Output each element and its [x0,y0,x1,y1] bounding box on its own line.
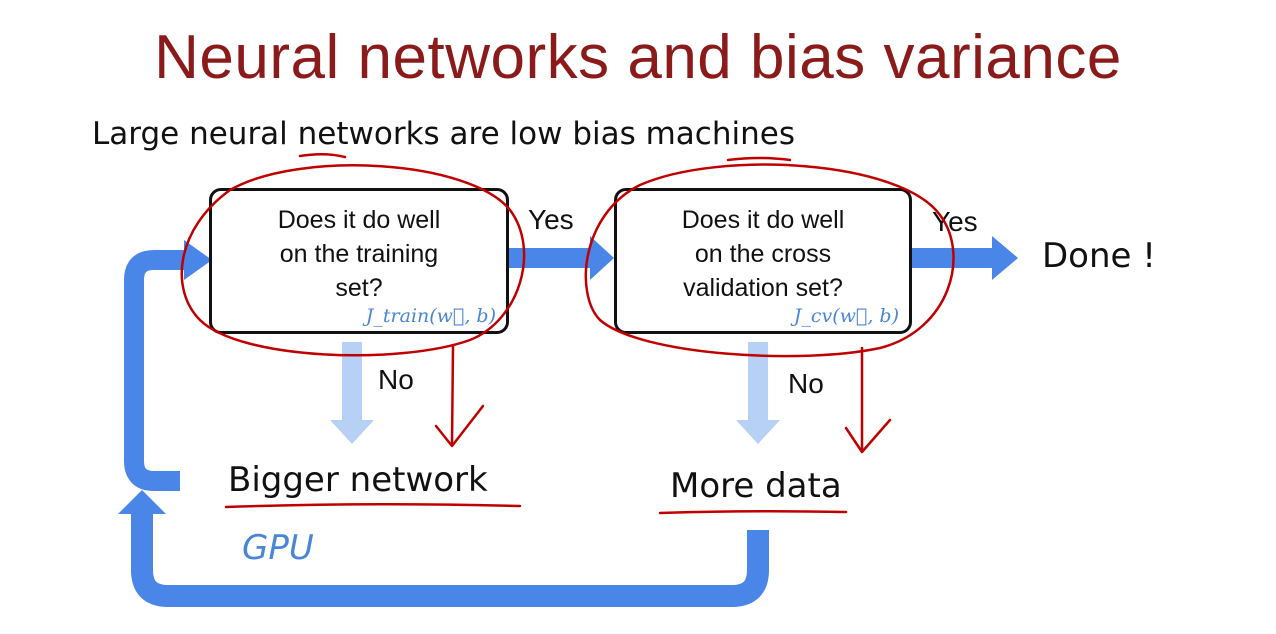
box2-line1: Does it do well [681,206,845,234]
slide-subtitle: Large neural networks are low bias machi… [92,116,795,152]
no-arrow-2-shaft [748,342,768,422]
bigger-network-label: Bigger network [228,460,488,500]
yes-label-2: Yes [932,206,978,237]
yes-arrow-2-head [992,236,1018,280]
box2-formula: J_cv(w⃗, b) [793,305,899,327]
loop-arrow-head-up [118,490,166,514]
no-arrow-1-head [330,420,374,444]
decision-box-cross-validation: Does it do well on the cross validation … [614,188,912,334]
more-data-label: More data [670,466,842,506]
done-label: Done ! [1042,236,1156,276]
decision-box-training: Does it do well on the training set? J_t… [209,188,509,334]
yes-arrow-1-shaft [506,248,592,268]
no-label-1: No [378,364,414,395]
box1-line2: on the training [279,240,439,268]
yes-arrow-1-head [590,236,614,280]
box1-line3: set? [335,274,383,302]
box2-line2: on the cross [694,240,832,268]
yes-arrow-2-shaft [912,248,994,268]
loop-arrow-bigger-network [124,250,186,491]
loop-arrow-more-data [131,512,769,607]
box1-line1: Does it do well [277,206,441,234]
gpu-annotation: GPU [242,528,314,568]
no-label-2: No [788,368,824,399]
no-arrow-2-head [736,420,780,444]
no-arrow-1-shaft [342,342,362,422]
box2-line3: validation set? [683,274,843,302]
box1-formula: J_train(w⃗, b) [365,305,496,327]
yes-label-1: Yes [528,204,574,235]
loop-arrow-head-right [184,240,212,280]
slide-title: Neural networks and bias variance [154,23,1122,92]
